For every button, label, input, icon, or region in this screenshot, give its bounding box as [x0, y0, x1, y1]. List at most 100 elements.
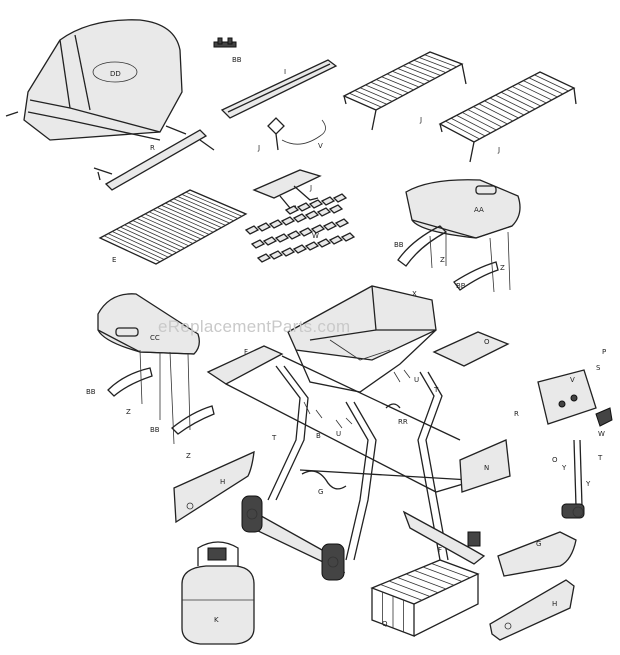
rack-wire — [397, 68, 430, 82]
rack-wire — [517, 83, 552, 101]
wheel-assembly: Y O T Y — [552, 439, 603, 519]
flavorizer-bar — [316, 207, 332, 217]
warming-rack-left-label: J — [419, 116, 422, 124]
grate-bar — [128, 222, 185, 249]
grate-bar — [153, 209, 210, 235]
leg-hardware: B U U — [303, 369, 419, 440]
grate-bar — [181, 193, 238, 219]
leg-panel-left: H — [173, 450, 255, 524]
rack-wire — [445, 120, 480, 140]
watermark: eReplacementParts.com — [158, 317, 350, 336]
rack-wire — [376, 79, 409, 94]
cookbox: X — [287, 285, 437, 393]
control-t-label: T — [597, 454, 603, 462]
end-cap-label: G — [536, 540, 541, 548]
leg-hook: G — [301, 470, 347, 496]
rack-wire — [462, 112, 497, 131]
rack-wire — [484, 100, 519, 119]
grate-bar — [103, 235, 161, 263]
heat-shield: I — [220, 59, 338, 119]
flavorizer-bar — [308, 199, 324, 209]
rack-wire — [397, 577, 439, 594]
wheels — [241, 495, 346, 581]
flavorizer-bar — [280, 216, 296, 226]
flavorizer-bar — [274, 233, 290, 243]
grate-bar — [140, 215, 198, 242]
flavorizer-bar — [316, 238, 332, 248]
handle-clip: BB — [213, 37, 242, 64]
grease-hook-label: RR — [398, 418, 408, 426]
flavorizer-bar — [328, 204, 344, 214]
igniter-electrode: J — [257, 117, 285, 152]
wheel-assembly-label: Y — [585, 480, 591, 488]
control-panel: V P S W R — [514, 348, 613, 438]
igniter-wire-label: V — [318, 142, 323, 150]
control-panel-label: V — [570, 376, 575, 384]
side-table-right-z2-label: Z — [500, 264, 505, 272]
igniter-wire: V — [281, 119, 326, 150]
grate-bar — [120, 226, 177, 254]
side-table-right-bracket-label: BB — [394, 241, 404, 249]
cooking-grate: E — [98, 189, 248, 265]
lid-handle: R — [93, 125, 215, 191]
flavorizer-bar — [250, 239, 266, 249]
frame-rail-right-label: O — [484, 338, 490, 346]
bottom-rack-label: Q — [382, 620, 388, 628]
side-table-right-leg-bracket-label: BB — [456, 282, 466, 290]
rack-wire — [528, 77, 564, 95]
rack-wire — [414, 570, 455, 586]
rack-wire — [392, 70, 425, 85]
leg-right-label: T — [433, 386, 439, 394]
grate-bar — [173, 198, 230, 224]
side-table-left-z2-label: Z — [186, 452, 191, 460]
rack-wire — [388, 580, 431, 597]
flavorizer-bar — [256, 253, 272, 263]
rack-wire — [349, 92, 382, 108]
rack-wire — [381, 76, 414, 91]
cookbox-label: X — [412, 290, 417, 298]
side-table-right-z-label: Z — [440, 256, 445, 264]
rack-wire — [419, 57, 452, 71]
rack-wire — [359, 87, 393, 102]
side-table-left-bracket-label: BB — [86, 388, 96, 396]
flavorizer-bar — [280, 247, 296, 257]
lid-screw — [5, 111, 19, 117]
flavorizer-bar — [320, 196, 336, 206]
rack-wire — [489, 97, 525, 116]
rack-wire — [512, 86, 547, 104]
flavorizer-bar — [322, 221, 338, 231]
propane-tank-label: K — [214, 616, 219, 624]
flavorizer-bar — [304, 241, 320, 251]
control-o-label: O — [552, 456, 558, 464]
cooking-grate-label: E — [112, 256, 116, 264]
rack-wire — [523, 80, 558, 98]
lid-handle-label: R — [150, 144, 155, 152]
rack-wire — [431, 563, 471, 579]
igniter-electrode-label: J — [257, 144, 260, 152]
handle-clip-label: BB — [232, 56, 242, 64]
side-table-right-brackets: BB BB Z Z — [394, 225, 511, 293]
warming-rack-right: J — [438, 71, 577, 163]
warming-rack-right-label: J — [497, 146, 500, 154]
control-y-label: Y — [561, 464, 567, 472]
leg-left-label: T — [271, 434, 277, 442]
grate-bar — [108, 233, 165, 260]
leg-panel-n: N — [459, 439, 511, 493]
rack-wire — [354, 90, 387, 105]
grate-bar — [161, 204, 218, 231]
grate-bar — [124, 224, 181, 251]
grate-bar — [177, 196, 234, 222]
rack-wire — [408, 62, 441, 76]
flavorizer-bar — [332, 193, 348, 203]
frame-rail-right: O — [432, 331, 510, 367]
heat-shield-label: I — [284, 68, 286, 76]
flavorizer-bar — [334, 218, 350, 228]
flavorizer-bar — [284, 205, 300, 215]
flavorizer-bar — [292, 244, 308, 254]
grate-bar — [112, 231, 169, 258]
rack-wire — [386, 73, 420, 88]
end-cap: G — [497, 531, 577, 577]
rack-wire — [402, 65, 436, 79]
rack-wire — [473, 106, 508, 125]
flavorizer-bar — [340, 232, 356, 242]
